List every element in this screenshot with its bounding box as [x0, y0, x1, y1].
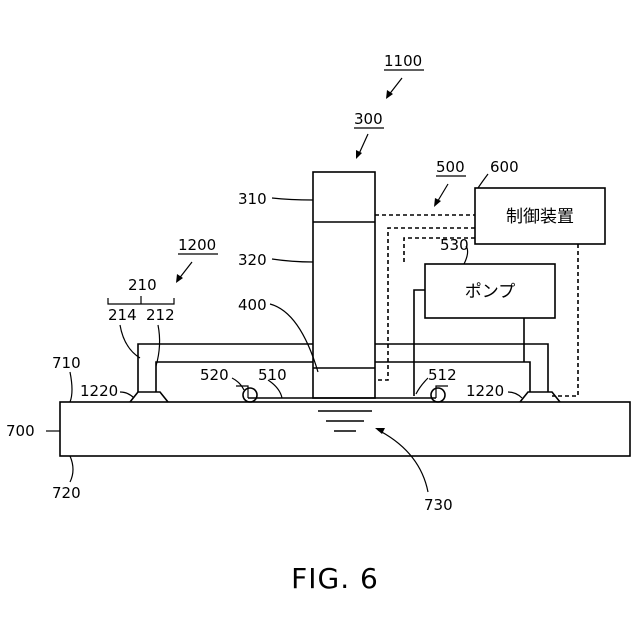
left-seal — [130, 392, 168, 402]
ref-320: 320 — [238, 251, 267, 269]
ref-530: 530 — [440, 236, 469, 254]
ref-512: 512 — [428, 366, 457, 384]
leader-600 — [478, 174, 488, 188]
ref-400: 400 — [238, 296, 267, 314]
right-seal — [520, 392, 560, 402]
column-300 — [313, 172, 375, 398]
figure-caption: FIG. 6 — [291, 562, 379, 595]
ref-500: 500 — [436, 158, 465, 176]
ref-730: 730 — [424, 496, 453, 514]
ref-1200: 1200 — [178, 236, 216, 254]
controller-label: 制御装置 — [506, 207, 574, 227]
arrow-730 — [378, 430, 428, 492]
ref-310: 310 — [238, 190, 267, 208]
ref-214: 214 — [108, 306, 137, 324]
base-plate — [60, 402, 630, 456]
pump-pipe-left — [414, 290, 425, 396]
ref-710: 710 — [52, 354, 81, 372]
leader-512 — [416, 378, 428, 394]
ref-520: 520 — [200, 366, 229, 384]
leader-720 — [70, 456, 73, 482]
pump-label: ポンプ — [465, 282, 516, 302]
leader-212 — [156, 325, 160, 366]
roller-left — [243, 388, 257, 402]
ref-1220-right: 1220 — [466, 382, 504, 400]
ref-700: 700 — [6, 422, 35, 440]
bracket-520 — [236, 386, 248, 398]
ref-510: 510 — [258, 366, 287, 384]
leader-520 — [232, 378, 244, 390]
leader-214 — [120, 325, 140, 358]
ref-212: 212 — [146, 306, 175, 324]
leader-310 — [272, 198, 313, 200]
ref-1100: 1100 — [384, 52, 422, 70]
leader-1220-right — [508, 392, 522, 398]
roller-right — [431, 388, 445, 402]
ref-720: 720 — [52, 484, 81, 502]
leader-1220-left — [120, 392, 134, 398]
ref-1220-left: 1220 — [80, 382, 118, 400]
arrow-500-head — [434, 198, 441, 207]
signal-line-seal — [552, 244, 578, 396]
ref-210: 210 — [128, 276, 157, 294]
leader-320 — [272, 259, 313, 262]
ref-300: 300 — [354, 110, 383, 128]
leader-710 — [70, 372, 72, 402]
arrow-300-head — [356, 150, 362, 159]
ref-600: 600 — [490, 158, 519, 176]
